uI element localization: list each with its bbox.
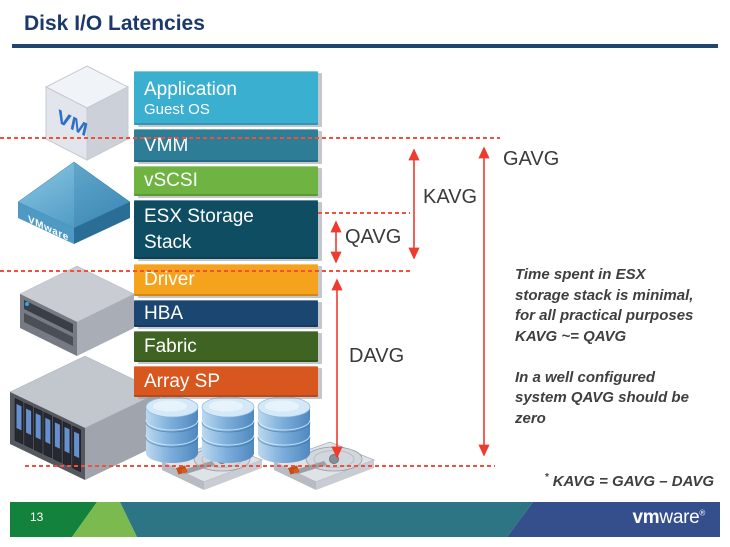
server-icon <box>19 265 135 356</box>
footer-teal-segment <box>120 502 533 537</box>
logo-vm: vm <box>632 507 660 528</box>
page-number: 13 <box>30 510 44 524</box>
vmware-platform-icon: VMware <box>17 161 131 244</box>
stack-box-fabric: Fabric <box>134 331 318 362</box>
davg-label: DAVG <box>349 345 405 367</box>
stack-box-application: Application Guest OS <box>134 71 318 125</box>
database-icon <box>145 396 311 463</box>
stack-box-label: vSCSI <box>144 170 198 191</box>
footnote-text: KAVG = GAVG – DAVG <box>548 473 714 490</box>
gavg-label: GAVG <box>503 148 560 170</box>
footer-navy-segment <box>507 502 720 537</box>
dashed-line-driver-top <box>0 270 410 272</box>
footer-green-segment <box>10 502 97 537</box>
stack-box-array-sp: Array SP <box>134 366 318 397</box>
annotation-paragraph-1: Time spent in ESX storage stack is minim… <box>515 266 694 346</box>
vm-cube-icon: VM <box>44 65 130 161</box>
stack-box-label: VMM <box>144 134 189 156</box>
footnote: * KAVG = GAVG – DAVG <box>545 472 714 490</box>
stack-box-label: HBA <box>144 302 184 324</box>
footer-bar <box>10 502 720 537</box>
title-divider <box>12 44 718 48</box>
stack-box-sublabel: Guest OS <box>144 100 210 118</box>
dashed-line-esx-top <box>318 212 410 214</box>
stack-box-label: Fabric <box>144 335 197 357</box>
logo-registered-mark: ® <box>699 508 705 518</box>
footer-light-green-segment <box>72 502 137 537</box>
stack-box-vmm: VMM <box>134 129 318 162</box>
stack-box-driver: Driver <box>134 264 318 296</box>
page-title: Disk I/O Latencies <box>24 12 205 35</box>
stack-box-label: Driver <box>144 269 195 290</box>
stack-box-label: Array SP <box>144 370 221 392</box>
logo-ware: ware <box>659 507 700 528</box>
stack-box-vscsi: vSCSI <box>134 166 318 196</box>
dashed-line-guest <box>0 137 500 139</box>
dashed-line-device <box>25 465 495 467</box>
stack-box-label: ESX Storage <box>144 205 254 227</box>
vmware-logo: vmware® <box>632 507 706 529</box>
footnote-asterisk: * <box>544 472 549 483</box>
stack-box-esx-storage-stack: ESX Storage Stack <box>134 200 318 259</box>
qavg-label: QAVG <box>345 226 402 248</box>
annotation-block: Time spent in ESX storage stack is minim… <box>515 265 727 430</box>
kavg-label: KAVG <box>423 186 478 208</box>
disk-array-icon <box>9 355 161 480</box>
stack-box-hba: HBA <box>134 300 318 327</box>
annotation-paragraph-2: In a well configured system QAVG should … <box>515 368 689 428</box>
stack-box-label: Application <box>144 78 237 100</box>
stack-box-label-line2: Stack <box>144 231 192 253</box>
